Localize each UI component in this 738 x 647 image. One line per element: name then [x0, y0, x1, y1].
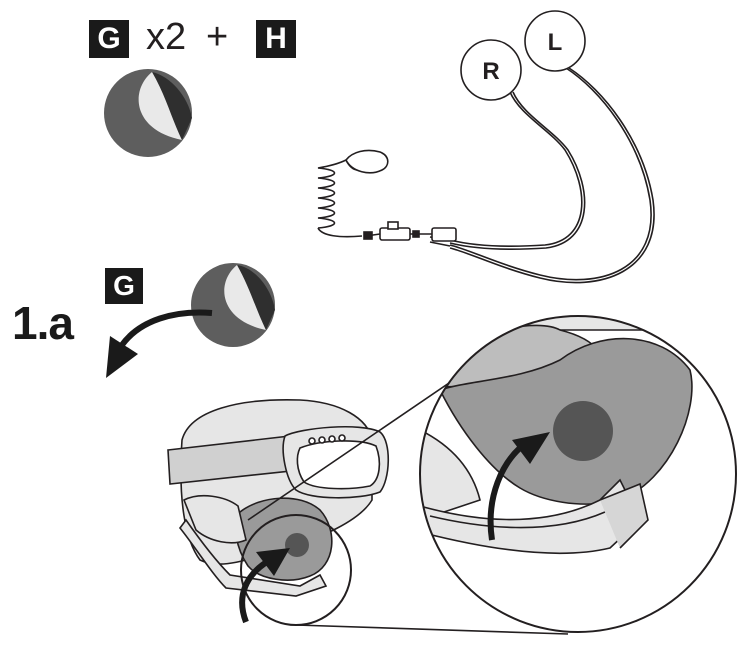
- step-part-g-label: G: [105, 268, 143, 304]
- helmet-target-dot: [285, 533, 309, 557]
- plus-sign: +: [206, 16, 229, 58]
- step-number: 1.a: [12, 297, 74, 349]
- magnifier-circle: [419, 315, 737, 633]
- left-earphone-circle: [524, 10, 586, 72]
- multiplier-text: x2: [146, 16, 187, 58]
- arrow-curved-icon: [106, 309, 213, 378]
- part-h-label: H: [256, 20, 296, 58]
- pad-g-step-icon: [191, 263, 275, 347]
- right-earphone-label: R: [482, 58, 499, 85]
- right-earphone-circle: [460, 39, 522, 101]
- earphone-cable-assembly: [317, 67, 655, 284]
- magnifier-line-bottom: [295, 624, 569, 635]
- magnifier-target-dot: [553, 401, 613, 461]
- part-g-label: G: [89, 20, 129, 58]
- helmet-arrow-icon: [239, 548, 290, 624]
- pad-g-icon: [104, 69, 192, 157]
- left-earphone-label: L: [548, 29, 563, 56]
